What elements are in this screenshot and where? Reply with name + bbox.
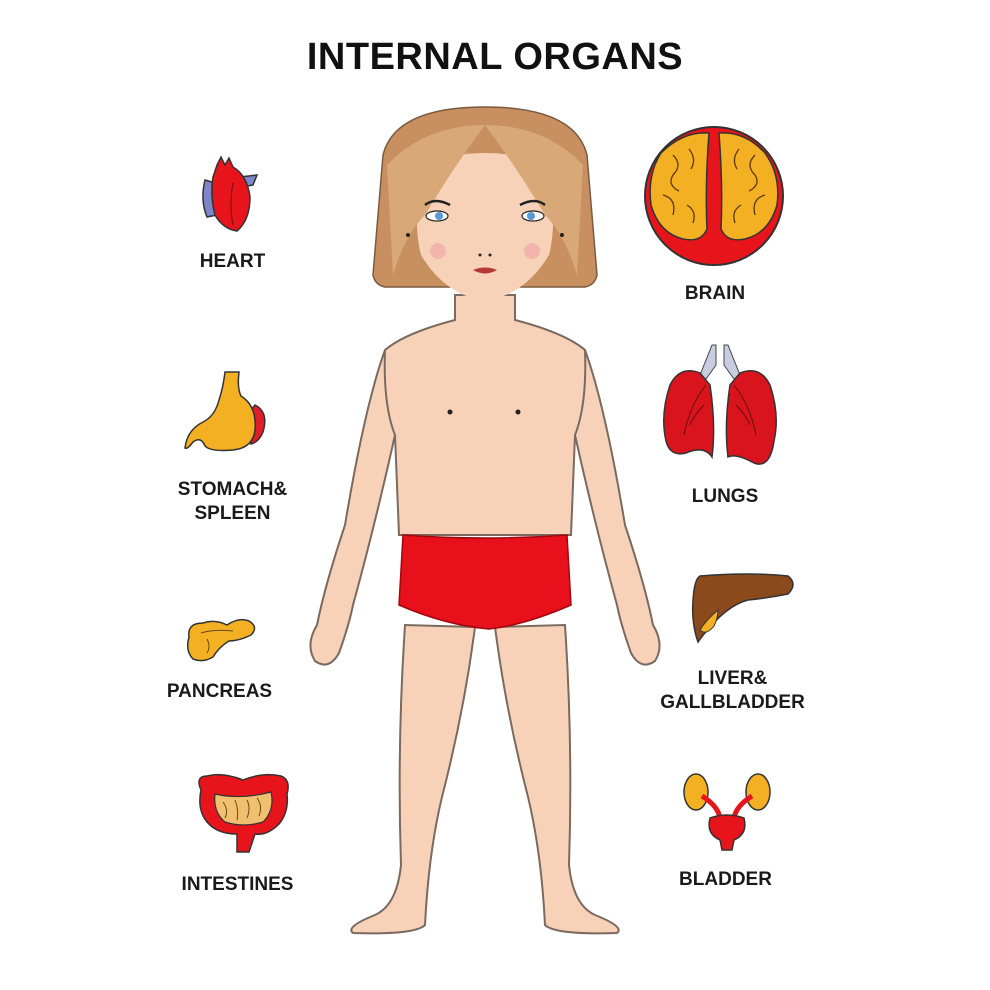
heart-label: HEART: [199, 251, 266, 272]
liver-gallbladder-label: LIVER& GALLBLADDER: [660, 668, 805, 713]
pancreas-icon: [186, 618, 256, 662]
heart-icon: [202, 155, 259, 232]
stomach-spleen-label: STOMACH& SPLEEN: [177, 479, 288, 524]
girl-figure: [309, 106, 661, 935]
liver-gallbladder-icon: [691, 573, 794, 644]
brain-icon: [644, 126, 784, 266]
lungs-label: LUNGS: [691, 486, 759, 507]
stomach-spleen-icon: [184, 371, 266, 452]
pancreas-label: PANCREAS: [166, 681, 273, 702]
bladder-icon: [683, 773, 771, 851]
brain-label: BRAIN: [684, 283, 746, 304]
intestines-label: INTESTINES: [181, 874, 294, 895]
page-title: INTERNAL ORGANS: [306, 36, 684, 78]
intestines-icon: [198, 773, 289, 853]
lungs-icon: [663, 344, 777, 465]
bladder-label: BLADDER: [679, 869, 772, 890]
